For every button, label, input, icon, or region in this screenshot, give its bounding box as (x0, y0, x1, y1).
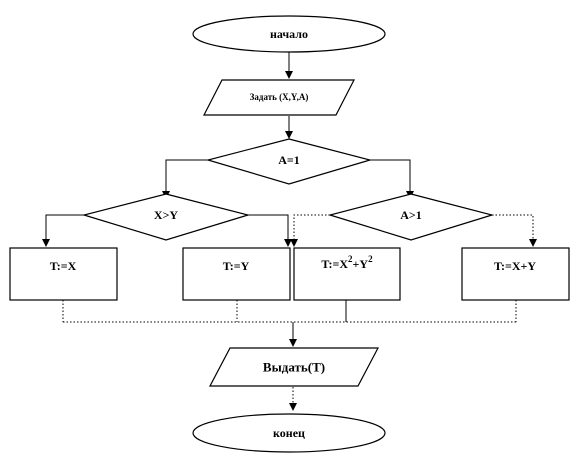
connectors (42, 52, 537, 411)
decision-x-greater-y-label: X>Y (154, 208, 179, 222)
connector-cond-a-no (370, 159, 414, 199)
process-t-equals-sum-squares: T:=X2+Y2 (293, 247, 401, 301)
connector-cond-a1-yes (290, 214, 330, 247)
connector-cond-a1-no (492, 214, 537, 247)
start-terminator: начало (192, 15, 386, 53)
connector-cond-xy-yes (42, 214, 84, 247)
decision-a-greater-1: A>1 (327, 193, 495, 241)
decision-x-greater-y: X>Y (81, 193, 251, 241)
process-t-equals-x-label: T:=X (50, 259, 77, 273)
process-t-equals-x-plus-y-label: T:=X+Y (494, 259, 536, 273)
output-parallelogram: Выдать(T) (209, 347, 379, 387)
decision-a-equals-1-label: A=1 (278, 153, 300, 167)
output-label: Выдать(T) (263, 360, 325, 375)
input-label: Задать (X,Y,A) (250, 92, 309, 102)
start-label: начало (270, 27, 308, 41)
decision-a-equals-1: A=1 (205, 138, 373, 185)
process-t-equals-sum-squares-label: T:=X2+Y2 (321, 254, 373, 271)
end-label: конец (273, 426, 305, 440)
process-t-equals-y: T:=Y (182, 247, 291, 301)
decision-a-greater-1-label: A>1 (400, 208, 422, 222)
input-parallelogram: Задать (X,Y,A) (203, 79, 355, 116)
process-t-equals-x-plus-y: T:=X+Y (461, 247, 570, 301)
connector-cond-xy-no (248, 214, 292, 247)
connector-cond-a-yes (162, 159, 208, 199)
process-t-equals-x: T:=X (9, 247, 118, 301)
process-t-equals-y-label: T:=Y (223, 259, 250, 273)
end-terminator: конец (192, 413, 386, 453)
